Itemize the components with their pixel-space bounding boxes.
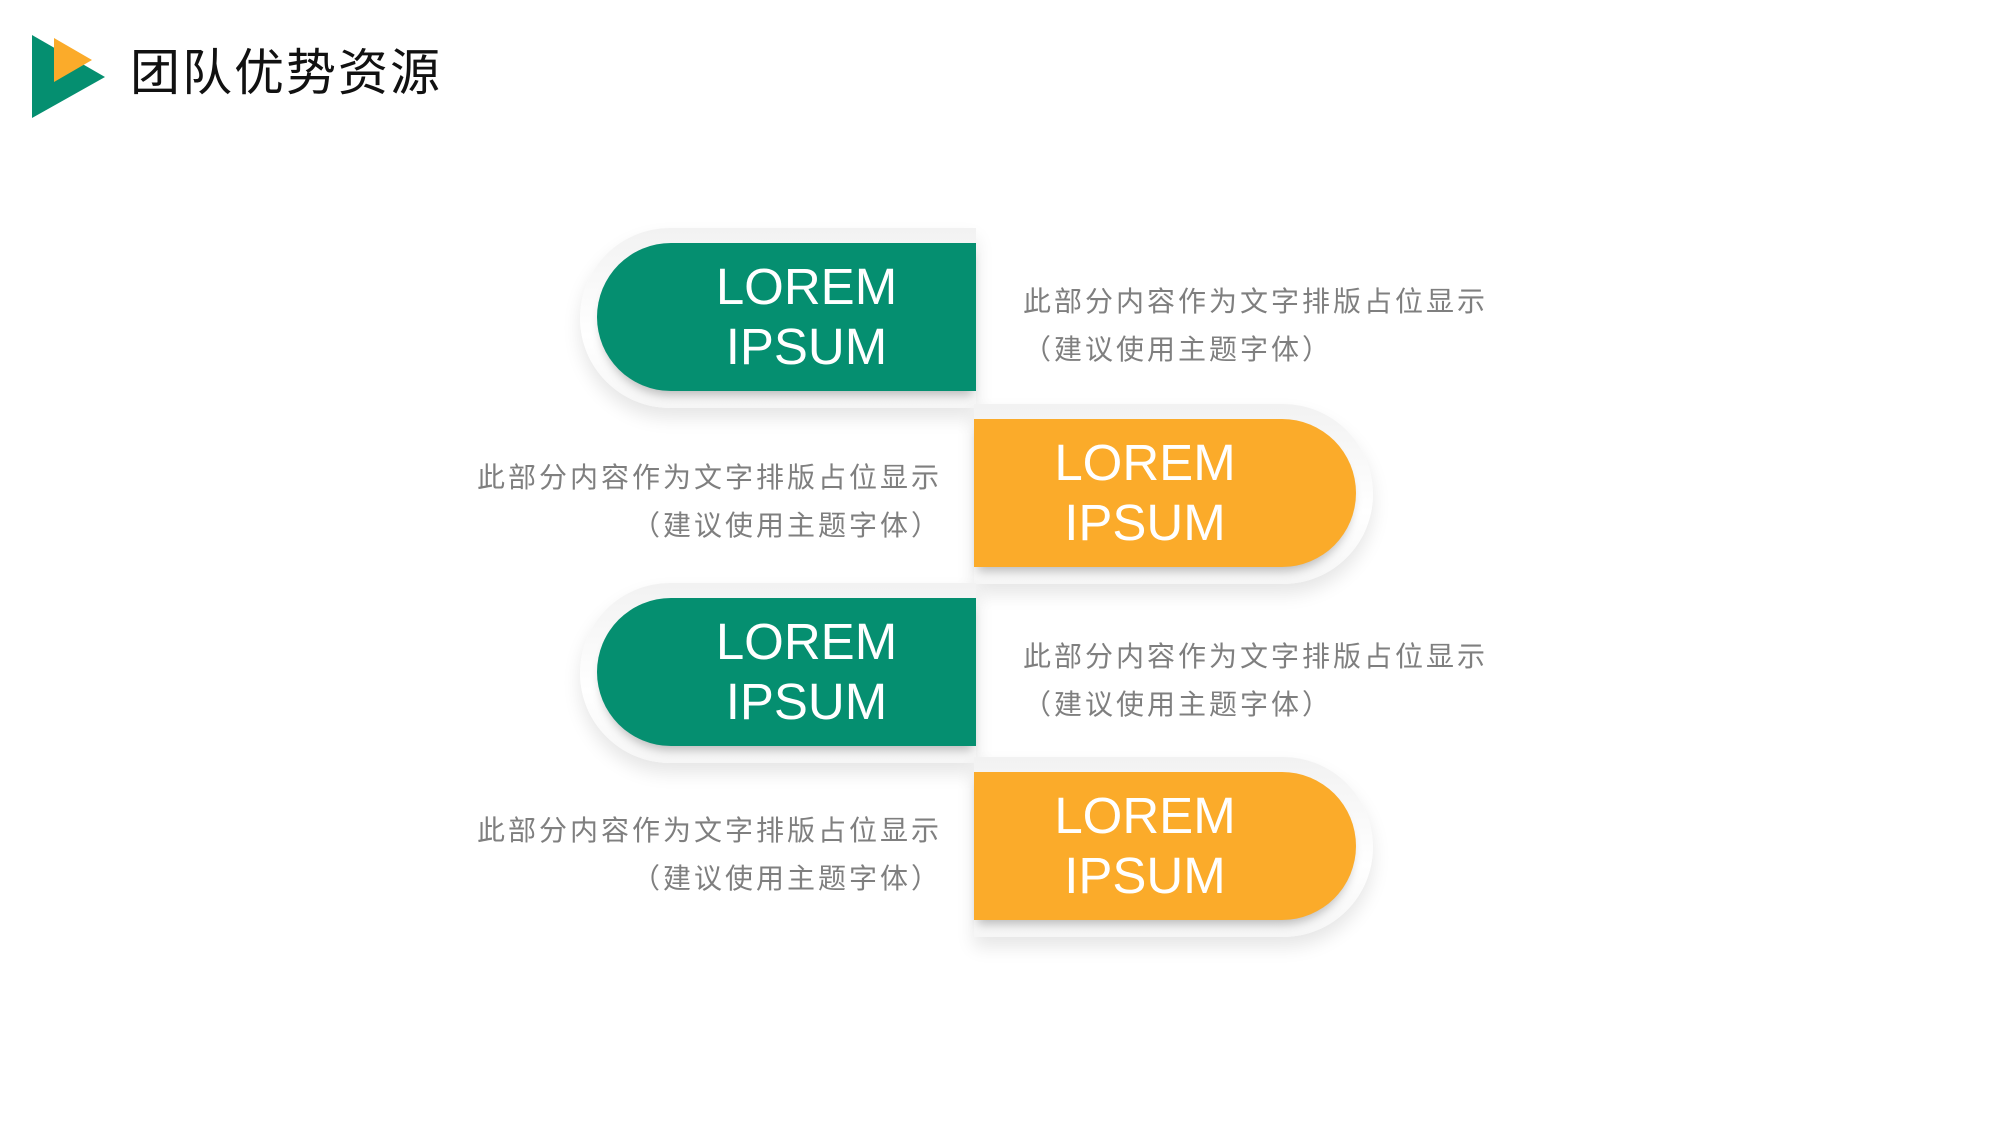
pill-label-line2: IPSUM (725, 318, 888, 375)
item-description: 此部分内容作为文字排版占位显示 （建议使用主题字体） (1023, 633, 1488, 729)
resource-item-1: LOREM IPSUM 此部分内容作为文字排版占位显示 （建议使用主题字体） (0, 228, 2000, 408)
resource-item-4: LOREM IPSUM 此部分内容作为文字排版占位显示 （建议使用主题字体） (0, 757, 2000, 937)
resource-item-2: LOREM IPSUM 此部分内容作为文字排版占位显示 （建议使用主题字体） (0, 404, 2000, 584)
pill-label-green[interactable]: LOREM IPSUM (597, 243, 976, 391)
description-line2: （建议使用主题字体） (1023, 333, 1334, 366)
pill-label-line2: IPSUM (1064, 847, 1226, 904)
pill-label-line2: IPSUM (1064, 494, 1226, 551)
pill-label-line1: LOREM (715, 258, 898, 315)
pill-label-line2: IPSUM (725, 673, 888, 730)
description-line1: 此部分内容作为文字排版占位显示 (476, 461, 942, 494)
pill-label-green[interactable]: LOREM IPSUM (597, 598, 976, 746)
pill-label-line1: LOREM (1054, 787, 1236, 844)
resource-item-3: LOREM IPSUM 此部分内容作为文字排版占位显示 （建议使用主题字体） (0, 583, 2000, 763)
description-line2: （建议使用主题字体） (631, 509, 942, 542)
item-description: 此部分内容作为文字排版占位显示 （建议使用主题字体） (1023, 278, 1488, 374)
description-line1: 此部分内容作为文字排版占位显示 (1023, 640, 1489, 673)
pill-label-line1: LOREM (1054, 434, 1236, 491)
item-description: 此部分内容作为文字排版占位显示 （建议使用主题字体） (477, 807, 942, 903)
pill-label-orange[interactable]: LOREM IPSUM (974, 419, 1356, 567)
page-title: 团队优势资源 (130, 44, 442, 102)
pill-label-orange[interactable]: LOREM IPSUM (974, 772, 1356, 920)
description-line2: （建议使用主题字体） (1023, 688, 1334, 721)
play-triangle-logo-icon (32, 35, 105, 118)
description-line1: 此部分内容作为文字排版占位显示 (476, 814, 942, 847)
description-line1: 此部分内容作为文字排版占位显示 (1023, 285, 1489, 318)
pill-label-line1: LOREM (715, 613, 898, 670)
item-description: 此部分内容作为文字排版占位显示 （建议使用主题字体） (477, 454, 942, 550)
description-line2: （建议使用主题字体） (631, 862, 942, 895)
logo-orange-triangle (54, 38, 92, 82)
logo-green-triangle (32, 35, 105, 118)
